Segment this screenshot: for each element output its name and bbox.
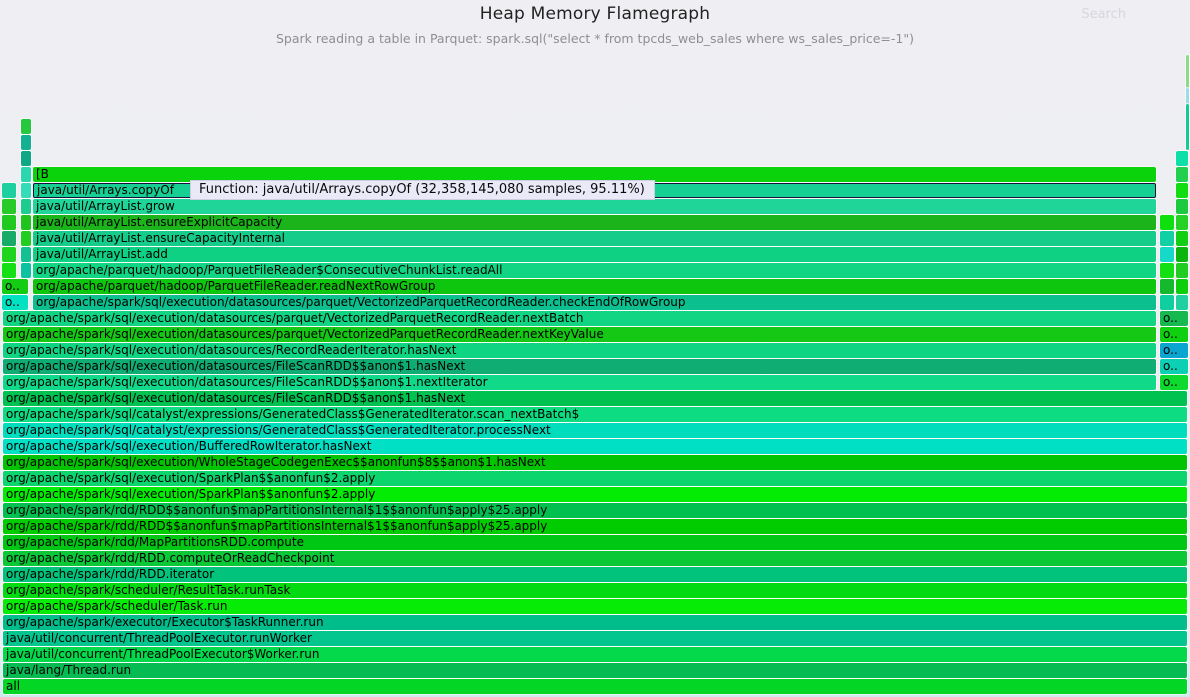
flame-frame[interactable]: [1176, 183, 1188, 198]
flame-frame[interactable]: org/apache/spark/sql/execution/datasourc…: [3, 375, 1156, 390]
flame-frame[interactable]: org/apache/spark/sql/execution/datasourc…: [3, 391, 1187, 406]
flame-frame[interactable]: [1176, 247, 1188, 262]
flame-frame[interactable]: org/apache/spark/rdd/RDD$$anonfun$mapPar…: [3, 503, 1187, 518]
flame-frame[interactable]: [21, 183, 31, 198]
flame-frame[interactable]: java/util/concurrent/ThreadPoolExecutor.…: [3, 631, 1187, 646]
flame-frame[interactable]: java/util/ArrayList.add: [33, 247, 1156, 262]
flame-frame[interactable]: org/apache/spark/rdd/RDD$$anonfun$mapPar…: [3, 519, 1187, 534]
flame-frame[interactable]: o..: [1160, 375, 1188, 390]
flame-frame[interactable]: org/apache/spark/sql/execution/SparkPlan…: [3, 471, 1187, 486]
flame-frame[interactable]: o..: [1160, 359, 1188, 374]
page-title: Heap Memory Flamegraph: [479, 4, 711, 24]
flame-frame[interactable]: org/apache/spark/sql/execution/SparkPlan…: [3, 487, 1187, 502]
flame-frame[interactable]: org/apache/spark/sql/execution/BufferedR…: [3, 439, 1187, 454]
flame-frame[interactable]: [1160, 247, 1174, 262]
flame-frame[interactable]: org/apache/spark/sql/execution/datasourc…: [3, 327, 1156, 342]
flame-frame[interactable]: [2, 231, 16, 246]
flame-frame[interactable]: [1176, 215, 1188, 230]
flame-frame[interactable]: [1160, 279, 1174, 294]
flame-frame[interactable]: [21, 167, 31, 182]
flame-frame[interactable]: org/apache/spark/sql/execution/datasourc…: [3, 311, 1156, 326]
flame-frame[interactable]: [1176, 231, 1188, 246]
flame-frame[interactable]: java/lang/Thread.run: [3, 663, 1187, 678]
flame-frame[interactable]: org/apache/spark/sql/execution/datasourc…: [33, 295, 1156, 310]
flame-frame[interactable]: [21, 215, 31, 230]
flame-frame[interactable]: [1160, 215, 1174, 230]
flame-frame[interactable]: [1176, 151, 1188, 166]
flame-frame[interactable]: org/apache/spark/rdd/RDD.iterator: [3, 567, 1187, 582]
flame-frame[interactable]: [1176, 167, 1188, 182]
flame-frame[interactable]: org/apache/spark/sql/execution/datasourc…: [3, 343, 1156, 358]
frame-tooltip: Function: java/util/Arrays.copyOf (32,35…: [190, 180, 655, 200]
flame-frame[interactable]: org/apache/spark/sql/catalyst/expression…: [3, 407, 1187, 422]
flame-frame[interactable]: java/util/ArrayList.grow: [33, 199, 1156, 214]
flame-frame[interactable]: [2, 263, 16, 278]
flame-frame[interactable]: [21, 119, 31, 134]
flame-frame[interactable]: [1160, 263, 1174, 278]
flame-frame[interactable]: [21, 151, 31, 166]
flame-frame[interactable]: [21, 231, 31, 246]
flame-frame[interactable]: org/apache/spark/executor/Executor$TaskR…: [3, 615, 1187, 630]
flame-frame[interactable]: [1176, 295, 1188, 310]
flame-frame[interactable]: o..: [1160, 311, 1188, 326]
flame-frame[interactable]: o..: [1160, 327, 1188, 342]
flame-frame[interactable]: [1160, 295, 1174, 310]
flame-frame[interactable]: org/apache/parquet/hadoop/ParquetFileRea…: [33, 263, 1156, 278]
search-button[interactable]: Search: [1081, 7, 1126, 22]
flame-frame[interactable]: org/apache/spark/rdd/MapPartitionsRDD.co…: [3, 535, 1187, 550]
flame-frame[interactable]: [21, 199, 31, 214]
flame-frame[interactable]: [1186, 88, 1189, 104]
flame-frame[interactable]: java/util/concurrent/ThreadPoolExecutor$…: [3, 647, 1187, 662]
flame-frame[interactable]: o..: [1160, 343, 1188, 358]
flame-frame[interactable]: [2, 247, 16, 262]
flame-frame[interactable]: org/apache/spark/sql/catalyst/expression…: [3, 423, 1187, 438]
flame-frame[interactable]: org/apache/spark/rdd/RDD.computeOrReadCh…: [3, 551, 1187, 566]
flame-frame[interactable]: org/apache/spark/sql/execution/datasourc…: [3, 359, 1156, 374]
flame-frame[interactable]: [2, 215, 16, 230]
flame-frame[interactable]: org/apache/spark/scheduler/ResultTask.ru…: [3, 583, 1187, 598]
flame-frame[interactable]: [21, 247, 31, 262]
flame-frame[interactable]: [B: [33, 167, 1156, 182]
flame-frame[interactable]: [1186, 104, 1189, 150]
flame-frame[interactable]: [1176, 263, 1188, 278]
flame-frame[interactable]: o..: [2, 295, 28, 310]
flame-frame[interactable]: [21, 135, 31, 150]
flame-frame[interactable]: o..: [2, 279, 28, 294]
subtitle: Spark reading a table in Parquet: spark.…: [275, 31, 914, 46]
flame-frame[interactable]: org/apache/spark/scheduler/Task.run: [3, 599, 1187, 614]
flame-frame[interactable]: [1186, 55, 1189, 88]
flame-frame[interactable]: java/util/ArrayList.ensureCapacityIntern…: [33, 231, 1156, 246]
flame-frame[interactable]: [21, 263, 31, 278]
flame-frame[interactable]: [1176, 199, 1188, 214]
flame-frame[interactable]: [1160, 231, 1174, 246]
flame-frame[interactable]: [2, 183, 16, 198]
flame-frame[interactable]: org/apache/spark/sql/execution/WholeStag…: [3, 455, 1187, 470]
flame-frame[interactable]: [1176, 279, 1188, 294]
flame-frame[interactable]: java/util/ArrayList.ensureExplicitCapaci…: [33, 215, 1156, 230]
flame-frame[interactable]: [2, 199, 16, 214]
flame-frame[interactable]: org/apache/parquet/hadoop/ParquetFileRea…: [33, 279, 1156, 294]
flame-frame[interactable]: all: [3, 679, 1187, 694]
